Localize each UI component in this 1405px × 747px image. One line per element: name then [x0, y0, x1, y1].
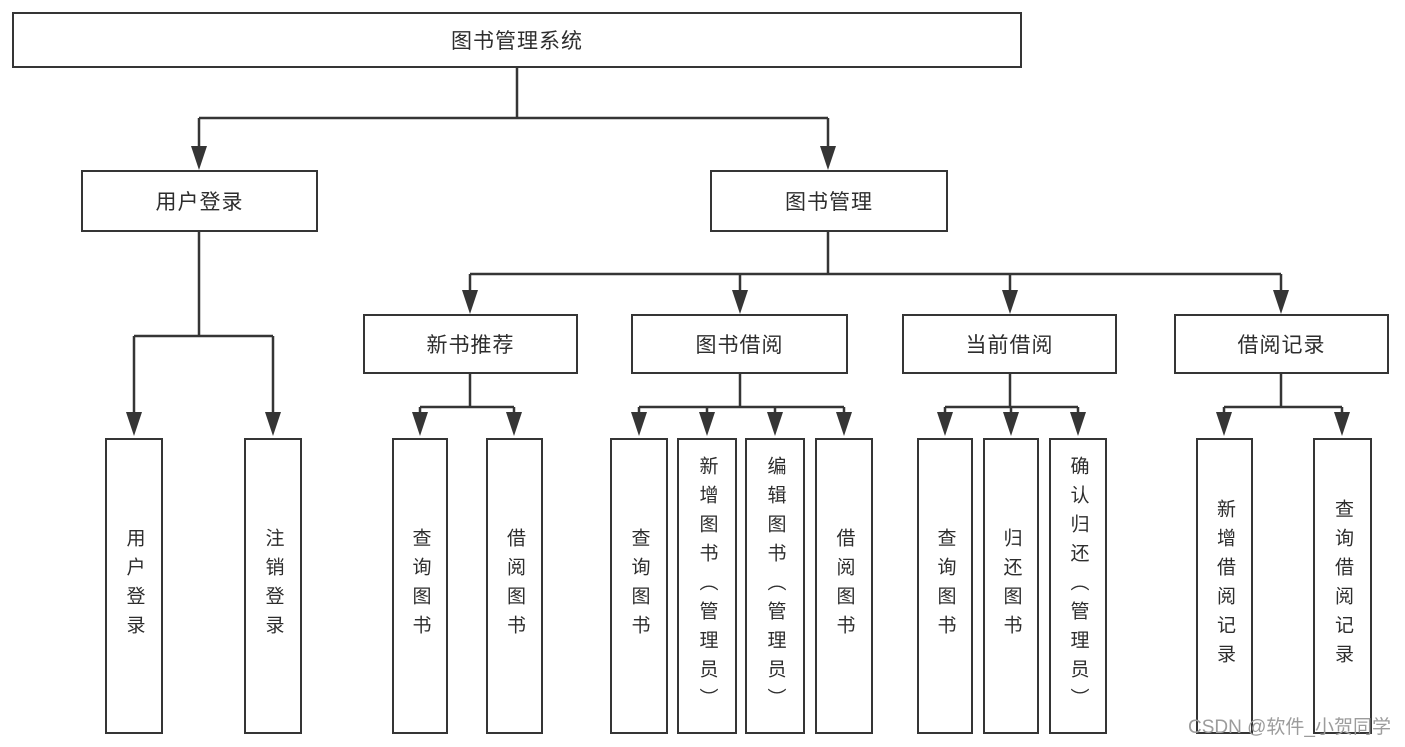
node-label: 图书管理系统	[451, 30, 583, 53]
leaf-user-login: 用户登录	[105, 438, 163, 734]
node-label: 归还图书	[1000, 528, 1022, 644]
leaf-query-books-current: 查询图书	[917, 438, 973, 734]
node-current-borrowing: 当前借阅	[902, 314, 1117, 374]
leaf-query-books-recommend: 查询图书	[392, 438, 448, 734]
node-label: 用户登录	[123, 528, 145, 644]
node-label: 新增借阅记录	[1214, 499, 1235, 673]
node-user-login: 用户登录	[81, 170, 318, 232]
node-label: 查询图书	[934, 528, 956, 644]
node-label: 借阅图书	[833, 528, 855, 644]
node-library-management-system: 图书管理系统	[12, 12, 1022, 68]
leaf-add-book-admin: 新增图书（管理员）	[677, 438, 737, 734]
node-label: 当前借阅	[965, 334, 1054, 357]
node-label: 编辑图书（管理员）	[764, 455, 786, 717]
leaf-return-books: 归还图书	[983, 438, 1039, 734]
node-label: 确认归还（管理员）	[1067, 455, 1089, 717]
node-borrowing-records: 借阅记录	[1174, 314, 1389, 374]
node-label: 用户登录	[155, 191, 244, 214]
node-label: 查询图书	[409, 528, 431, 644]
node-book-borrowing: 图书借阅	[631, 314, 848, 374]
leaf-query-books-borrowing: 查询图书	[610, 438, 668, 734]
node-label: 图书管理	[785, 191, 873, 214]
node-label: 借阅图书	[504, 528, 525, 644]
leaf-logout-login: 注销登录	[244, 438, 302, 734]
node-label: 注销登录	[262, 528, 284, 644]
node-book-management: 图书管理	[710, 170, 948, 232]
node-label: 新书推荐	[426, 334, 515, 357]
leaf-confirm-return-admin: 确认归还（管理员）	[1049, 438, 1107, 734]
leaf-add-borrowing-record: 新增借阅记录	[1196, 438, 1253, 734]
node-label: 图书借阅	[695, 334, 784, 357]
csdn-watermark: CSDN @软件_小贺同学	[1188, 717, 1391, 738]
node-label: 新增图书（管理员）	[696, 455, 718, 717]
leaf-borrow-books-recommend: 借阅图书	[486, 438, 543, 734]
leaf-borrow-books-borrowing: 借阅图书	[815, 438, 873, 734]
node-new-book-recommendation: 新书推荐	[363, 314, 578, 374]
node-label: 查询借阅记录	[1332, 499, 1353, 673]
node-label: 借阅记录	[1237, 334, 1326, 357]
leaf-query-borrowing-record: 查询借阅记录	[1313, 438, 1372, 734]
leaf-edit-book-admin: 编辑图书（管理员）	[745, 438, 805, 734]
node-label: 查询图书	[628, 528, 650, 644]
